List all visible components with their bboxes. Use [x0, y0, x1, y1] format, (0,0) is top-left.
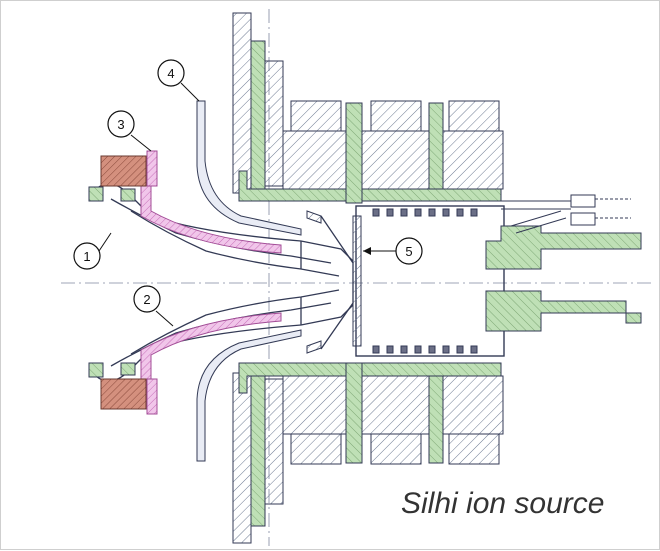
callout-label-4: 4	[167, 66, 174, 81]
flange-bottom	[100, 378, 147, 410]
holder-top-left	[88, 186, 104, 202]
ground-shield	[196, 100, 302, 462]
callout-label-5: 5	[405, 244, 412, 259]
holder-top-right	[120, 188, 136, 202]
mounting-plate	[232, 12, 284, 544]
magnet-coils-top	[282, 100, 504, 190]
holder-bottom-right	[120, 362, 136, 376]
magnet-coils-bottom	[282, 375, 504, 465]
insulator-ring-bottom	[146, 378, 158, 415]
flange-top	[100, 155, 147, 187]
callout-label-1: 1	[83, 249, 90, 264]
electrode-1-insulator	[140, 180, 282, 254]
electrode-2-insulator	[140, 312, 282, 386]
callout-1: 1	[73, 232, 112, 270]
callout-label-3: 3	[117, 117, 124, 132]
insulator-ring-top	[146, 150, 158, 187]
rf-feedthrough	[485, 194, 642, 332]
callout-label-2: 2	[143, 292, 150, 307]
callout-5: 5	[363, 237, 423, 265]
caption-title: Silhi ion source	[401, 487, 605, 520]
callout-4: 4	[157, 59, 200, 102]
holder-bottom-left	[88, 362, 104, 378]
callout-3: 3	[107, 110, 152, 152]
callout-2: 2	[133, 285, 174, 327]
plasma-chamber	[352, 205, 505, 357]
